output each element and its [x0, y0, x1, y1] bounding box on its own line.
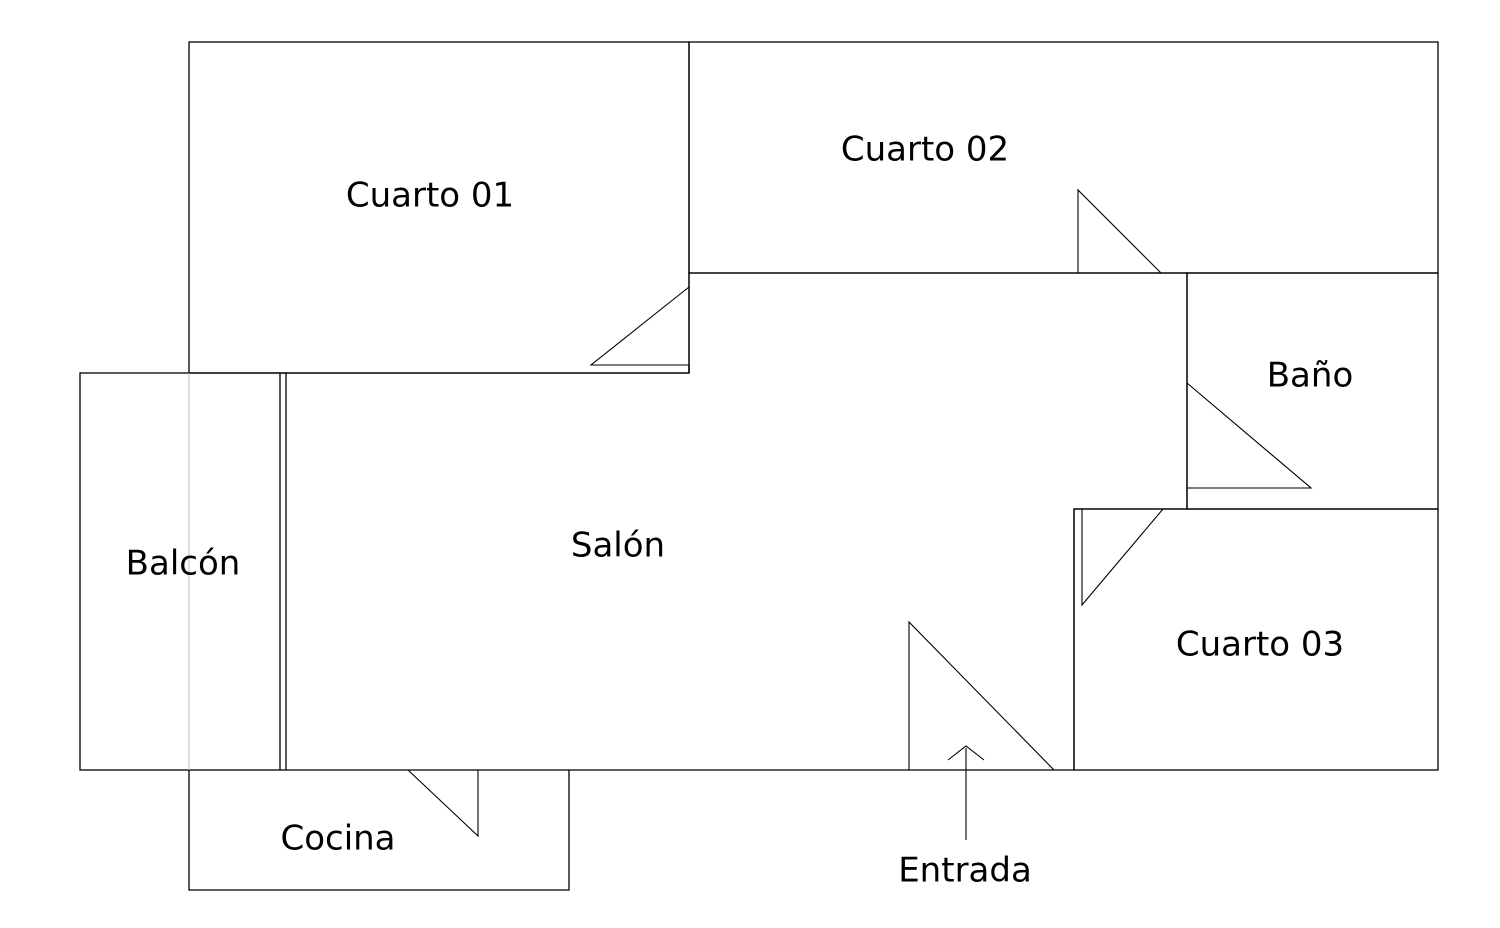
door-cuarto-01 [589, 286, 690, 366]
door-cuarto-03 [1081, 508, 1164, 607]
label-salon: Salón [571, 526, 665, 566]
wall-cuarto-02 [688, 41, 1439, 274]
door-bano [1186, 382, 1313, 489]
label-entrada: Entrada [898, 851, 1032, 891]
label-balcon: Balcón [126, 544, 241, 584]
door-entrance [908, 620, 1055, 771]
label-bano: Baño [1267, 356, 1354, 396]
label-cocina: Cocina [280, 819, 395, 859]
label-cuarto-02: Cuarto 02 [841, 130, 1009, 170]
label-cuarto-03: Cuarto 03 [1176, 625, 1344, 665]
wall-salon [286, 272, 1188, 771]
doors [407, 188, 1313, 838]
label-cuarto-01: Cuarto 01 [346, 176, 514, 216]
door-cuarto-02 [1077, 188, 1162, 274]
walls [79, 41, 1439, 891]
door-cocina [407, 769, 479, 838]
wall-cocina [188, 770, 570, 891]
wall-balcon [79, 372, 287, 771]
entrance-arrow [947, 745, 985, 840]
